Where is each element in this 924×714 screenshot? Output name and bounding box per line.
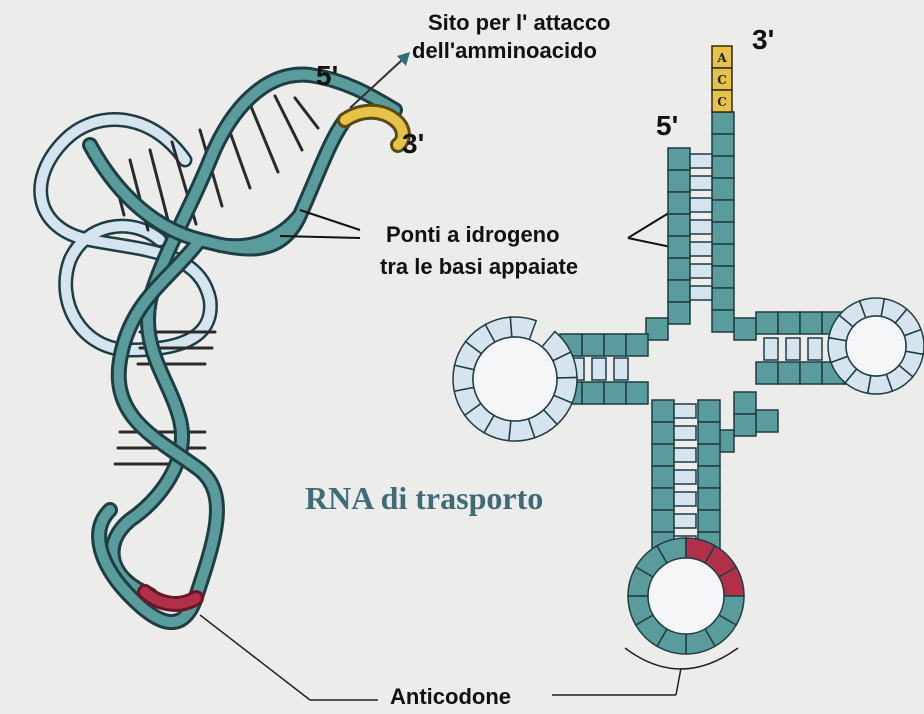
t-loop-cell-center (846, 316, 906, 376)
d-arm-bottom-cell (604, 382, 626, 404)
anticodon-stem-left-cell (652, 422, 674, 444)
acceptor-stem-5-cell (668, 170, 690, 192)
anticodon-stem-left-cell (652, 488, 674, 510)
acceptor-stem-5-cell (668, 236, 690, 258)
prime5-left-label: 5' (316, 60, 338, 92)
t-arm-bottom-cell (800, 362, 822, 384)
anticodon-loop-cell-center (648, 558, 724, 634)
junction-cell (646, 318, 668, 340)
d-arm-pair-cell (614, 358, 628, 380)
anticodon-stem-left-cell (652, 444, 674, 466)
junction-cell (734, 318, 756, 340)
acceptor-pair-cell (690, 286, 712, 300)
acceptor-pair-cell (690, 176, 712, 190)
prime5-right-label: 5' (656, 110, 678, 142)
acceptor-stem-5-cell (668, 258, 690, 280)
anticodon-stem-left-cell (652, 466, 674, 488)
acceptor-pair-cell (690, 198, 712, 212)
hbond-label-line2: tra le basi appaiate (380, 254, 578, 280)
trna-3d-model (41, 75, 403, 623)
acceptor-stem-3-cell (712, 178, 734, 200)
anticodon-stem-right-cell (698, 488, 720, 510)
variable-cell (734, 414, 756, 436)
acceptor-pair-cell (690, 264, 712, 278)
amino-acid-site-label-line2: dell'amminoacido (412, 38, 597, 64)
acceptor-stem-3-cell (712, 200, 734, 222)
acceptor-stem-bases: A C C (712, 46, 732, 112)
anticodon-pair-cell (674, 470, 696, 484)
acceptor-base-1: A (716, 51, 727, 65)
anticodon-stem-right-cell (698, 400, 720, 422)
cloverleaf-nucleotides (453, 112, 924, 654)
prime3-right-label: 3' (752, 24, 774, 56)
d-arm-bottom-cell (582, 382, 604, 404)
anticodon-stem-left-cell (652, 510, 674, 532)
acceptor-base-2: C (717, 73, 727, 87)
acceptor-stem-5-cell (668, 148, 690, 170)
anticodon-stem-right-cell (698, 510, 720, 532)
figure-title: RNA di trasporto (305, 480, 543, 517)
d-arm-pair-cell (592, 358, 606, 380)
d-arm-top-cell (582, 334, 604, 356)
t-arm-top-cell (756, 312, 778, 334)
amino-acid-site-label-line1: Sito per l' attacco (428, 10, 611, 36)
acceptor-stem-5-cell (668, 192, 690, 214)
anticodon-stem-right-cell (698, 422, 720, 444)
anticodon-pair-cell (674, 492, 696, 506)
d-arm-bottom-cell (626, 382, 648, 404)
anticodon-stem-right-cell (698, 444, 720, 466)
acceptor-base-3: C (717, 95, 727, 109)
t-arm-top-cell (800, 312, 822, 334)
acceptor-pair-cell (690, 220, 712, 234)
d-loop-cell-center (473, 337, 557, 421)
anticodon-pair-cell (674, 448, 696, 462)
t-arm-pair-cell (808, 338, 822, 360)
acceptor-stem-3-cell (712, 244, 734, 266)
t-arm-bottom-cell (778, 362, 800, 384)
prime3-left-label: 3' (402, 128, 424, 160)
d-loop-cell (510, 317, 536, 340)
acceptor-stem-5-cell (668, 280, 690, 302)
acceptor-stem-3-cell (712, 156, 734, 178)
hbond-label-line1: Ponti a idrogeno (386, 222, 560, 248)
variable-cell (756, 410, 778, 432)
acceptor-stem-3-cell (712, 134, 734, 156)
acceptor-stem-3-cell (712, 288, 734, 310)
t-arm-bottom-cell (756, 362, 778, 384)
t-arm-top-cell (778, 312, 800, 334)
anticodon-stem-right-cell (698, 466, 720, 488)
acceptor-stem-3-cell (712, 112, 734, 134)
d-arm-top-cell (604, 334, 626, 356)
anticodon-pair-cell (674, 426, 696, 440)
junction-cell (712, 310, 734, 332)
d-arm-top-cell (626, 334, 648, 356)
t-arm-pair-cell (786, 338, 800, 360)
variable-cell (734, 392, 756, 414)
acceptor-pair-cell (690, 154, 712, 168)
anticodon-label: Anticodone (390, 684, 511, 710)
anticodon-stem-left-cell (652, 400, 674, 422)
trna-cloverleaf: A C C (453, 46, 924, 654)
t-arm-pair-cell (764, 338, 778, 360)
acceptor-stem-3-cell (712, 266, 734, 288)
acceptor-stem-3-cell (712, 222, 734, 244)
junction-cell (668, 302, 690, 324)
acceptor-stem-5-cell (668, 214, 690, 236)
anticodon-pair-cell (674, 514, 696, 528)
acceptor-pair-cell (690, 242, 712, 256)
anticodon-pair-cell (674, 404, 696, 418)
